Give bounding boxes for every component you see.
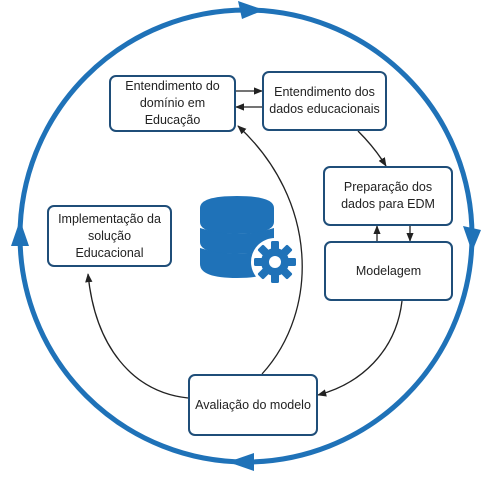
- cycle-arrowhead-top: [238, 1, 264, 19]
- arrow-data-to-prep: [357, 130, 387, 167]
- node-modeling-label: Modelagem: [355, 263, 422, 278]
- node-data-preparation-label: Preparação dos dados para EDM: [341, 180, 435, 211]
- node-solution-deployment: Implementação da solução Educacional: [47, 205, 172, 267]
- node-domain-understanding: Entendimento do domínio em Educação: [109, 75, 236, 132]
- database-gear-icon: [200, 196, 299, 286]
- arrow-model-to-eval: [317, 300, 403, 397]
- cycle-arrowhead-right: [463, 226, 481, 252]
- arrow-eval-to-impl: [85, 273, 189, 399]
- node-modeling: Modelagem: [324, 241, 453, 301]
- node-solution-deployment-label: Implementação da solução Educacional: [58, 211, 161, 260]
- arrow-eval-to-domain: [237, 125, 303, 375]
- node-model-evaluation-label: Avaliação do modelo: [195, 397, 311, 412]
- node-model-evaluation: Avaliação do modelo: [188, 374, 318, 436]
- node-data-understanding: Entendimento dos dados educacionais: [262, 71, 387, 131]
- node-data-preparation: Preparação dos dados para EDM: [323, 166, 453, 226]
- cycle-arrowhead-bottom: [228, 453, 254, 471]
- cycle-arrowhead-left: [11, 220, 29, 246]
- node-domain-understanding-label: Entendimento do domínio em Educação: [125, 79, 220, 127]
- node-data-understanding-label: Entendimento dos dados educacionais: [269, 85, 380, 116]
